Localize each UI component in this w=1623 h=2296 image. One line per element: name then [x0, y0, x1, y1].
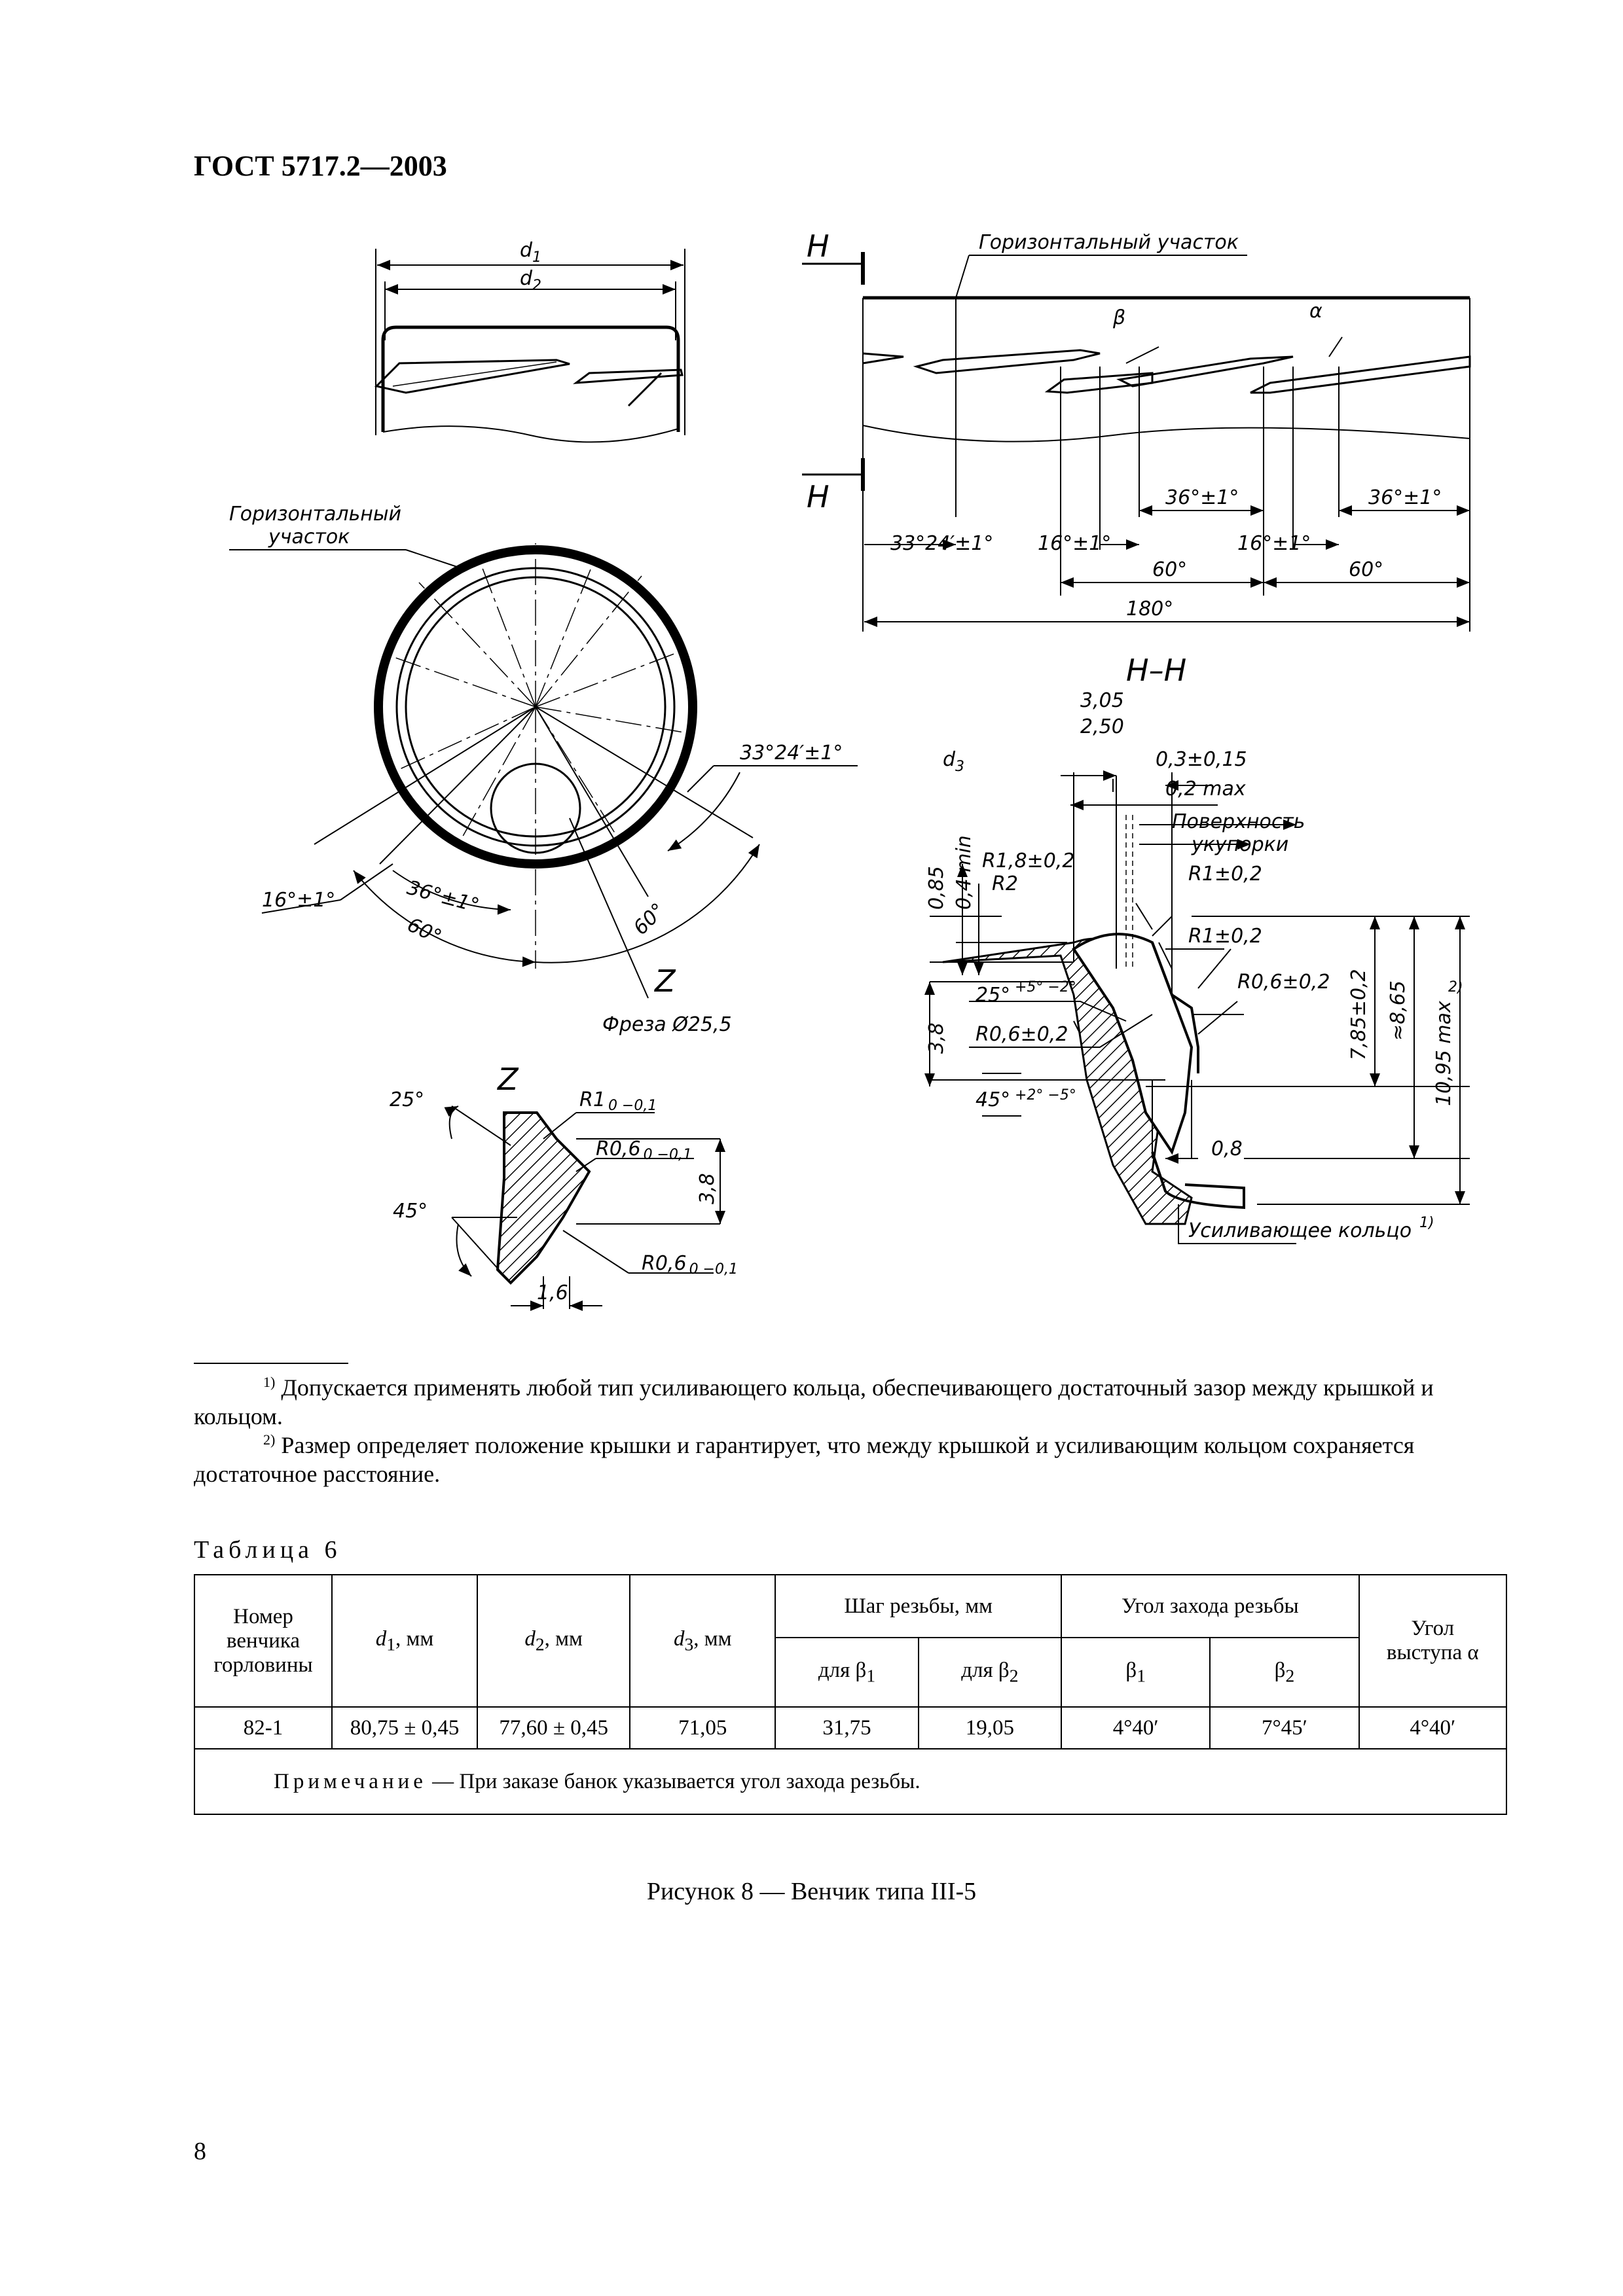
- document-header: ГОСТ 5717.2—2003: [194, 150, 447, 182]
- cell-lead-b2: 7°45′: [1209, 1706, 1360, 1749]
- section-hh: [924, 770, 1470, 1244]
- dim-0-3: 0,3±0,15: [1156, 748, 1247, 771]
- footnote-2: 2) Размер определяет положение крышки и …: [194, 1431, 1415, 1487]
- dim-r1-8: R1,8±0,2: [982, 850, 1074, 872]
- header-thread-pitch: Шаг резьбы, мм: [775, 1574, 1063, 1638]
- cell-d2: 77,60 ± 0,45: [477, 1706, 631, 1749]
- dim-r2: R2: [992, 872, 1018, 895]
- header-pitch-b1: для β1: [775, 1637, 919, 1708]
- dim-0-85: 0,85: [925, 866, 948, 910]
- ring-dim-36: 36°±1°: [405, 876, 482, 918]
- dim-8-65: ≈8,65: [1387, 980, 1410, 1041]
- table-caption: Таблица 6: [194, 1536, 342, 1564]
- header-lead-b2: β2: [1209, 1637, 1360, 1708]
- d2-label: d2: [520, 267, 541, 294]
- cutter-label: Фреза Ø25,5: [602, 1013, 732, 1036]
- angle-45-tol: +2° −5°: [1015, 1087, 1076, 1103]
- angle-25-tol: +5° −2°: [1015, 979, 1076, 996]
- footnote-rule: [194, 1363, 348, 1364]
- d3-label: d3: [943, 748, 964, 775]
- detail-1-6: 1,6: [537, 1282, 568, 1304]
- header-d1: d1, мм: [331, 1574, 479, 1708]
- detail-z-view: [444, 1105, 725, 1311]
- dim-16-2: 16°±1°: [1237, 532, 1311, 555]
- dim-10-95: 10,95 max: [1432, 1001, 1455, 1106]
- section-mark-top: H: [807, 228, 830, 264]
- header-lead-b1: β1: [1061, 1637, 1211, 1708]
- d1-label: d1: [520, 239, 541, 266]
- angle-45-label: 45°: [976, 1088, 1010, 1111]
- table-row: 82-1 80,75 ± 0,45 77,60 ± 0,45 71,05 31,…: [193, 1706, 1508, 1749]
- beta-label: β: [1112, 306, 1125, 329]
- dim-60-2: 60°: [1349, 558, 1383, 581]
- cell-finish-number: 82-1: [193, 1706, 333, 1749]
- dim-r0-6-right: R0,6±0,2: [1237, 971, 1330, 994]
- ring-dim-16: 16°±1°: [262, 889, 335, 912]
- closure-surface-label-2: укупорки: [1191, 833, 1288, 856]
- header-lead-angle: Угол захода резьбы: [1061, 1574, 1360, 1638]
- dim-0-8: 0,8: [1211, 1138, 1243, 1160]
- footnote-1: 1) Допускается применять любой тип усили…: [194, 1374, 1434, 1429]
- section-mark-bottom: H: [807, 479, 830, 514]
- closure-surface-label-1: Поверхность: [1172, 810, 1305, 833]
- dim-2-50: 2,50: [1080, 715, 1124, 738]
- cell-d1: 80,75 ± 0,45: [331, 1706, 479, 1749]
- dim-180: 180°: [1126, 598, 1173, 620]
- dim-36-2: 36°±1°: [1368, 486, 1442, 509]
- reinforcing-ring-label: Усиливающее кольцо: [1188, 1219, 1412, 1242]
- dim-r1-mid: R1±0,2: [1188, 925, 1262, 948]
- section-hh-title: H–H: [1126, 653, 1186, 688]
- ring-dim-60-right: 60°: [629, 899, 670, 939]
- dim-r0-6-left: R0,6±0,2: [976, 1023, 1068, 1046]
- footnote-ref-1: 1): [1419, 1215, 1434, 1231]
- ring-dim-33-24: 33°24′±1°: [740, 742, 843, 764]
- cell-lead-b1: 4°40′: [1061, 1706, 1211, 1749]
- ring-horizontal-label-2: участок: [268, 526, 350, 548]
- page-number: 8: [194, 2138, 206, 2165]
- dim-36-1: 36°±1°: [1165, 486, 1239, 509]
- figure-caption: Рисунок 8 — Венчик типа III-5: [646, 1878, 977, 1905]
- dim-16-1: 16°±1°: [1038, 532, 1111, 555]
- dim-r1-top: R1±0,2: [1188, 863, 1262, 886]
- ring-plan-view: [229, 543, 858, 999]
- footnote-ref-2: 2): [1448, 979, 1463, 996]
- detail-angle-45: 45°: [393, 1200, 428, 1223]
- technical-drawing: d1 d2 H H Горизонтальн: [229, 228, 1471, 1311]
- alpha-label: α: [1309, 300, 1322, 323]
- dim-0-4-min: 0,4 min: [953, 835, 976, 910]
- dim-0-2-max: 0,2 max: [1165, 778, 1246, 800]
- angle-25-label: 25°: [976, 984, 1010, 1007]
- cell-pitch-b1: 31,75: [775, 1706, 919, 1749]
- ring-horizontal-label-1: Горизонтальный: [229, 503, 401, 526]
- cell-pitch-b2: 19,05: [917, 1706, 1063, 1749]
- detail-3-8: 3,8: [696, 1173, 719, 1204]
- ring-dim-60-left: 60°: [404, 914, 445, 949]
- dim-7-85: 7,85±0,2: [1347, 969, 1370, 1060]
- ring-z-label: Z: [653, 963, 676, 999]
- horizontal-segment-label: Горизонтальный участок: [979, 231, 1239, 254]
- table-note: Примечание — При заказе банок указываетс…: [194, 1748, 1507, 1815]
- cell-d3: 71,05: [629, 1706, 776, 1749]
- thread-development-view: [802, 252, 1471, 632]
- detail-z-title: Z: [496, 1062, 519, 1097]
- finish-side-view: [374, 249, 685, 443]
- header-pitch-b2: для β2: [917, 1637, 1063, 1708]
- dim-3-8: 3,8: [925, 1022, 948, 1054]
- dim-60-1: 60°: [1152, 558, 1187, 581]
- detail-angle-25: 25°: [390, 1088, 424, 1111]
- cell-projection-angle: 4°40′: [1358, 1706, 1508, 1749]
- dim-3-05: 3,05: [1080, 689, 1124, 712]
- header-d3: d3, мм: [629, 1574, 776, 1708]
- dim-33-24: 33°24′±1°: [890, 532, 993, 555]
- header-d2: d2, мм: [477, 1574, 631, 1708]
